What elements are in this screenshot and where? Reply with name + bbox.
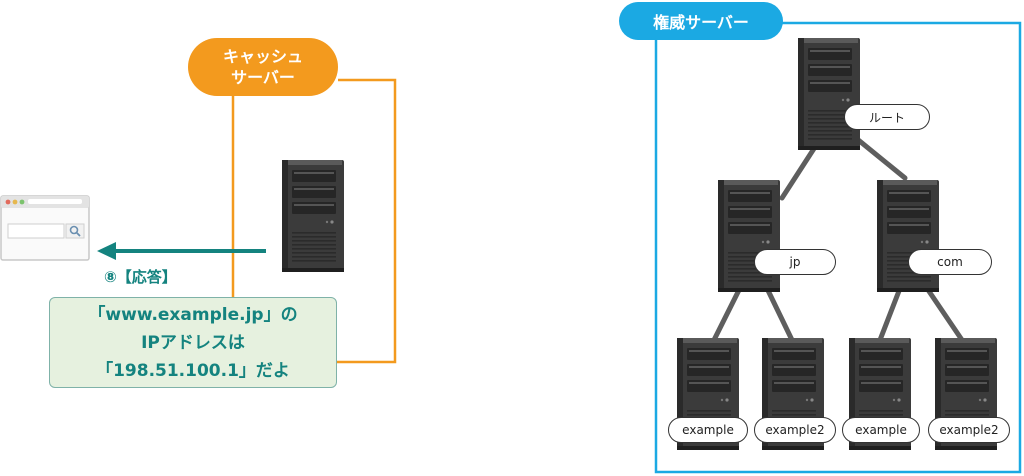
cache-connector-lines <box>231 78 397 364</box>
jp-server-icon <box>718 180 780 292</box>
authoritative-server-label: 権威サーバー <box>619 2 783 40</box>
response-balloon: 「www.example.jp」の IPアドレスは 「198.51.100.1」… <box>49 297 337 388</box>
jp-label: jp <box>754 249 836 275</box>
response-step-label: ⑧【応答】 <box>104 268 177 286</box>
root-server-icon <box>798 38 860 150</box>
response-arrow <box>97 242 266 260</box>
cache-server-label: キャッシュ サーバー <box>188 38 338 96</box>
browser-icon <box>0 195 90 261</box>
response-line-1: 「www.example.jp」の <box>88 305 298 325</box>
response-line-2: IPアドレスは <box>141 333 245 353</box>
com-label: com <box>908 249 992 275</box>
root-label: ルート <box>844 104 930 130</box>
example-jp-label: example <box>668 417 748 443</box>
example-com-label: example <box>842 417 920 443</box>
example2-com-label: example2 <box>928 417 1010 443</box>
example2-jp-label: example2 <box>754 417 836 443</box>
com-server-icon <box>877 180 939 292</box>
cache-server-icon <box>282 160 344 272</box>
authoritative-frame <box>654 21 1022 474</box>
response-line-3: 「198.51.100.1」だよ <box>96 361 290 381</box>
